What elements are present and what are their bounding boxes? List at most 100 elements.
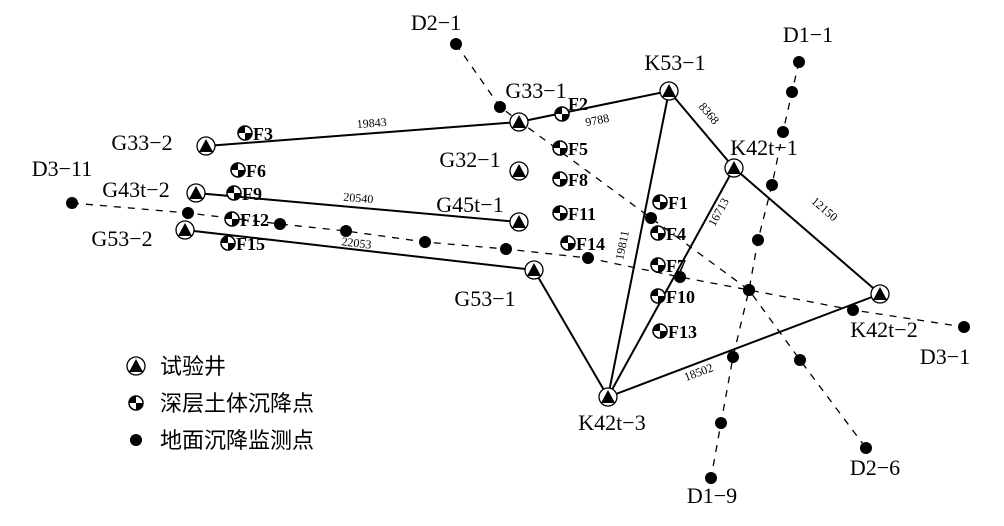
deep-point-label: F1 (668, 193, 688, 213)
ground-point-label: D3−1 (920, 344, 970, 369)
ground-settlement-point (752, 234, 764, 246)
ground-point-label: D3−11 (32, 156, 92, 181)
distance-label: 19843 (356, 115, 387, 131)
ground-survey-line (455, 43, 867, 449)
well-label: G43t−2 (102, 177, 169, 202)
ground-settlement-point (500, 243, 512, 255)
ground-settlement-point (743, 284, 755, 296)
ground-settlement-point (727, 351, 739, 363)
well-label: K53−1 (644, 50, 705, 75)
well-connection-line (733, 167, 881, 295)
ground-settlement-point (705, 472, 717, 484)
deep-point-label: F2 (568, 94, 588, 114)
deep-settlement-icon (560, 235, 576, 251)
deep-point-label: F7 (666, 256, 686, 276)
legend-deep-icon (128, 395, 144, 411)
deep-settlement-icon (650, 257, 666, 273)
test-well-icon (186, 183, 206, 203)
well-connection-line (607, 167, 735, 398)
legend-ground-icon (130, 434, 142, 446)
well-label: K42t−1 (730, 135, 797, 160)
deep-settlement-icon (652, 194, 668, 210)
deep-point-label: F6 (246, 161, 266, 181)
ground-survey-line (710, 61, 800, 479)
deep-settlement-icon (554, 106, 570, 122)
deep-settlement-icon (230, 162, 246, 178)
well-connection-line (518, 90, 670, 123)
well-connection-line (184, 229, 535, 271)
deep-point-label: F11 (568, 204, 596, 224)
ground-settlement-point (777, 126, 789, 138)
legend-label: 深层土体沉降点 (160, 392, 314, 417)
distance-label: 12150 (809, 194, 841, 224)
ground-settlement-point (645, 212, 657, 224)
well-label: G53−1 (454, 286, 515, 311)
test-well-icon (659, 81, 679, 101)
well-label: K42t−2 (850, 317, 917, 342)
deep-settlement-icon (552, 140, 568, 156)
well-label: G45t−1 (436, 192, 503, 217)
distance-label: 9788 (584, 111, 610, 130)
deep-point-label: F5 (568, 139, 588, 159)
ground-point-label: D2−1 (411, 10, 461, 35)
test-well-icon (175, 220, 195, 240)
distance-label: 20540 (343, 190, 374, 207)
deep-point-label: F8 (568, 170, 588, 190)
well-connection-line (607, 90, 670, 398)
deep-settlement-icon (650, 225, 666, 241)
ground-settlement-point (450, 38, 462, 50)
ground-point-label: D2−6 (850, 455, 900, 480)
deep-settlement-icon (552, 205, 568, 221)
ground-settlement-point (860, 442, 872, 454)
deep-settlement-icon (552, 171, 568, 187)
ground-settlement-point (274, 218, 286, 230)
ground-settlement-point (674, 271, 686, 283)
well-label: G53−2 (91, 226, 152, 251)
deep-point-label: F13 (668, 322, 697, 342)
ground-settlement-point (419, 236, 431, 248)
ground-settlement-point (847, 304, 859, 316)
deep-point-label: F14 (576, 234, 605, 254)
test-well-icon (870, 284, 890, 304)
deep-settlement-icon (237, 125, 253, 141)
ground-settlement-point (66, 197, 78, 209)
well-label: K42t−3 (578, 410, 645, 435)
deep-settlement-icon (650, 288, 666, 304)
deep-point-label: F15 (236, 234, 265, 254)
ground-settlement-point (715, 417, 727, 429)
distance-label: 19811 (612, 229, 632, 261)
well-label: G33−2 (111, 130, 172, 155)
legend-label: 试验井 (160, 355, 226, 380)
well-connection-line (205, 121, 520, 147)
well-connection-line (195, 192, 520, 223)
well-label: G33−1 (505, 78, 566, 103)
ground-settlement-point (786, 86, 798, 98)
ground-settlement-point (793, 56, 805, 68)
test-well-icon (524, 260, 544, 280)
deep-settlement-icon (226, 185, 242, 201)
deep-settlement-icon (652, 323, 668, 339)
test-well-icon (509, 112, 529, 132)
ground-settlement-point (766, 179, 778, 191)
ground-settlement-point (582, 252, 594, 264)
deep-point-label: F3 (253, 124, 273, 144)
legend-well-icon (126, 356, 146, 376)
distance-label: 18502 (682, 360, 715, 384)
ground-settlement-point (494, 101, 506, 113)
ground-settlement-point (340, 225, 352, 237)
well-connection-line (607, 293, 881, 398)
ground-settlement-point (182, 207, 194, 219)
deep-settlement-icon (220, 235, 236, 251)
deep-point-label: F12 (240, 210, 269, 230)
deep-point-label: F9 (242, 184, 262, 204)
deep-point-label: F4 (666, 224, 686, 244)
ground-settlement-point (794, 354, 806, 366)
ground-point-label: D1−1 (783, 22, 833, 47)
legend-label: 地面沉降监测点 (160, 429, 314, 454)
test-well-icon (196, 136, 216, 156)
distance-label: 8368 (696, 100, 722, 127)
ground-settlement-point (958, 321, 970, 333)
deep-settlement-icon (224, 211, 240, 227)
